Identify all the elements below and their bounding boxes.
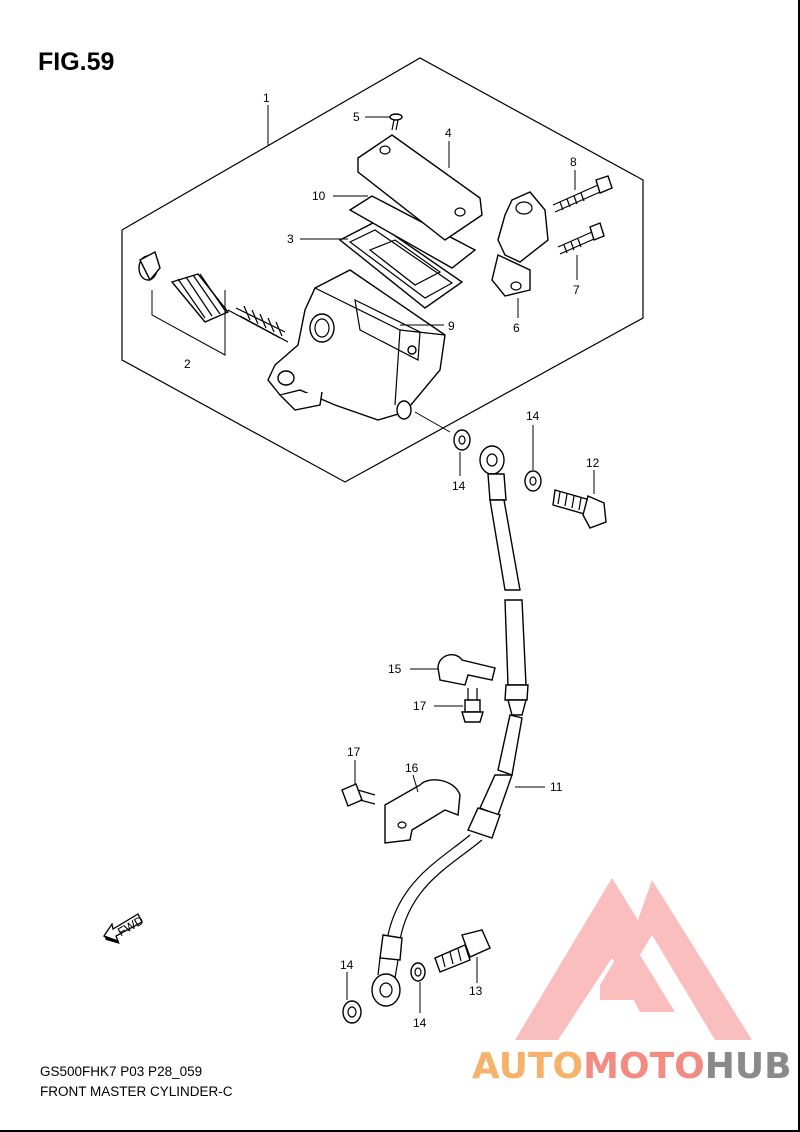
bolt-7-part xyxy=(557,222,605,255)
watermark-part2: MOTO xyxy=(583,1046,705,1087)
assembly-name-caption: FRONT MASTER CYLINDER-C xyxy=(40,1084,233,1099)
lower-union-bolt-part xyxy=(342,929,491,1024)
union-bolt-part xyxy=(552,489,607,529)
callout-7: 7 xyxy=(573,283,580,297)
callout-4: 4 xyxy=(445,126,452,140)
reservoir-cap-part xyxy=(357,134,483,241)
watermark-logo-icon xyxy=(515,878,752,1040)
assembly-box xyxy=(121,57,644,483)
callout-labels: 1 2 3 4 5 6 7 8 9 10 11 12 13 14 14 14 1… xyxy=(184,91,600,1030)
callout-15: 15 xyxy=(388,662,402,676)
callout-8: 8 xyxy=(570,155,577,169)
leader-lines xyxy=(267,105,595,1013)
callout-14c: 14 xyxy=(340,958,354,972)
hose-clamp-16-part xyxy=(384,779,461,844)
frame-right-border xyxy=(798,0,800,1132)
brake-hose-part xyxy=(371,499,529,1007)
callout-10: 10 xyxy=(312,189,326,203)
callout-9: 9 xyxy=(448,319,455,333)
frame-bottom-border xyxy=(0,1130,800,1132)
callout-14b: 14 xyxy=(452,479,466,493)
bolt-8-part xyxy=(552,175,613,213)
callout-2: 2 xyxy=(184,357,191,371)
banjo-fitting-part xyxy=(479,445,507,501)
callout-3: 3 xyxy=(287,232,294,246)
callout-14d: 14 xyxy=(413,1016,427,1030)
callout-14a: 14 xyxy=(526,409,540,423)
model-code-caption: GS500FHK7 P03 P28_059 xyxy=(40,1064,203,1079)
plate-part xyxy=(348,195,477,269)
callout-17a: 17 xyxy=(413,699,427,713)
watermark-part1: AUTO xyxy=(472,1046,584,1087)
callout-11: 11 xyxy=(550,780,563,794)
callout-12: 12 xyxy=(586,456,600,470)
holder-clamp-part xyxy=(491,191,549,297)
screw-part xyxy=(389,113,403,131)
callout-13: 13 xyxy=(469,984,483,998)
callout-5: 5 xyxy=(353,110,360,124)
piston-kit-part xyxy=(138,250,289,356)
callout-6: 6 xyxy=(513,321,520,335)
callout-1: 1 xyxy=(263,91,270,105)
callout-17b: 17 xyxy=(347,745,361,759)
fwd-label: FWD xyxy=(115,913,146,939)
diaphragm-part xyxy=(338,221,464,309)
washer-part xyxy=(453,429,542,492)
callout-16: 16 xyxy=(405,761,419,775)
bolt-17-part xyxy=(341,688,484,807)
watermark-text: AUTOMOTOHUB xyxy=(472,1046,792,1087)
master-cylinder-body-part xyxy=(267,269,446,421)
watermark-part3: HUB xyxy=(704,1046,792,1087)
fwd-arrow-icon: FWD xyxy=(102,913,146,944)
figure-title: FIG.59 xyxy=(38,48,115,76)
hose-clamp-15-part xyxy=(437,654,496,686)
